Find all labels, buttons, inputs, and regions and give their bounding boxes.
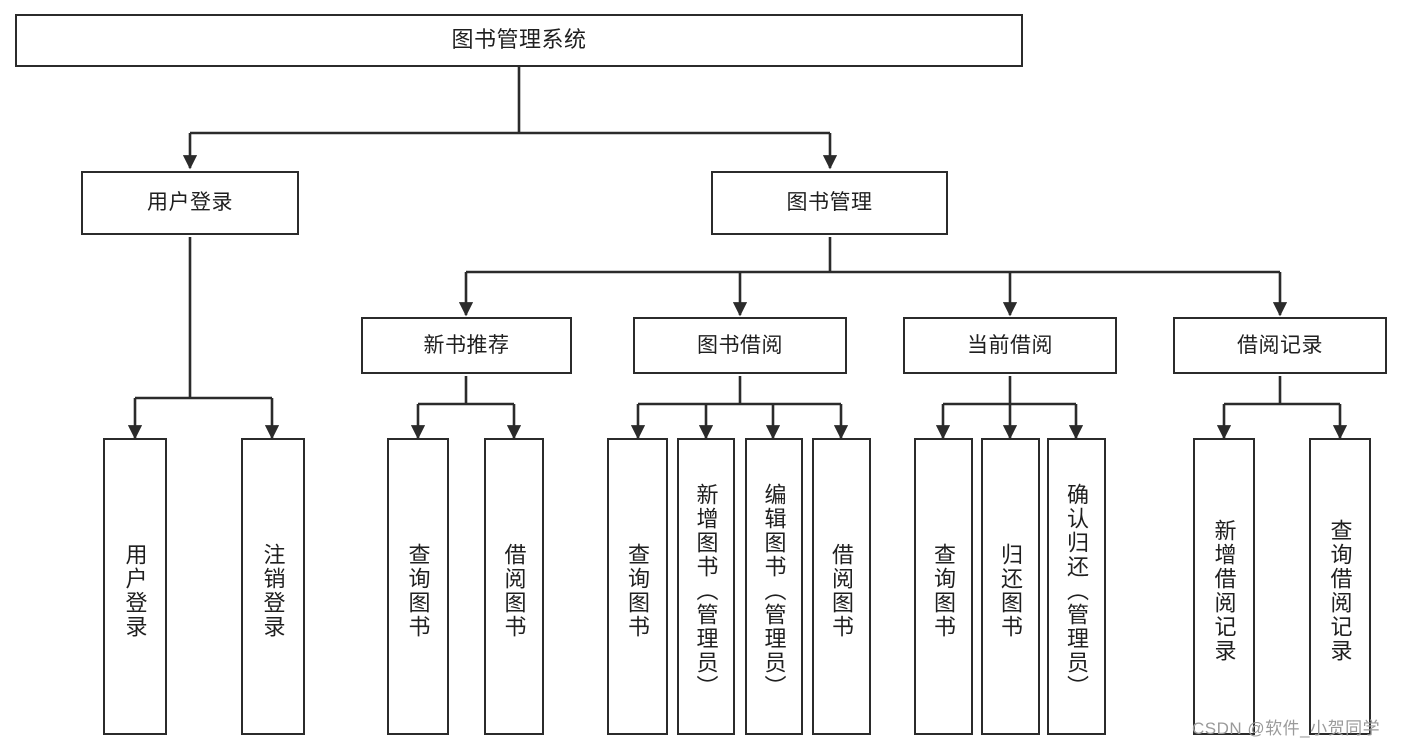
node-label: 借阅记录	[1237, 333, 1323, 357]
node-label: 查询图书	[931, 542, 957, 639]
node-label: 注销登录	[260, 542, 286, 639]
leaf-logout[interactable]: 注销登录	[241, 438, 305, 735]
leaf-query-borrow-record[interactable]: 查询借阅记录	[1309, 438, 1371, 735]
node-label: 新增图书（管理员）	[693, 482, 719, 699]
node-label: 新增借阅记录	[1211, 518, 1237, 663]
node-current-borrowing[interactable]: 当前借阅	[903, 317, 1117, 374]
node-label: 用户登录	[122, 542, 148, 639]
csdn-watermark: CSDN @软件_小贺同学	[1192, 719, 1381, 738]
leaf-return-books[interactable]: 归还图书	[981, 438, 1040, 735]
node-label: 图书管理系统	[451, 27, 587, 53]
leaf-query-books-recommend[interactable]: 查询图书	[387, 438, 449, 735]
node-label: 归还图书	[998, 542, 1024, 639]
leaf-query-books-current[interactable]: 查询图书	[914, 438, 973, 735]
leaf-confirm-return-admin[interactable]: 确认归还（管理员）	[1047, 438, 1106, 735]
node-label: 新书推荐	[423, 333, 510, 357]
node-label: 查询借阅记录	[1327, 518, 1353, 663]
node-new-book-recommendation[interactable]: 新书推荐	[361, 317, 572, 374]
node-book-management[interactable]: 图书管理	[711, 171, 948, 235]
node-label: 编辑图书（管理员）	[761, 482, 787, 699]
node-book-borrowing[interactable]: 图书借阅	[633, 317, 847, 374]
node-label: 借阅图书	[829, 542, 855, 639]
node-root-library-management-system[interactable]: 图书管理系统	[15, 14, 1023, 67]
leaf-edit-book-admin[interactable]: 编辑图书（管理员）	[745, 438, 803, 735]
leaf-add-book-admin[interactable]: 新增图书（管理员）	[677, 438, 735, 735]
node-label: 图书管理	[786, 191, 873, 215]
leaf-borrow-books-recommend[interactable]: 借阅图书	[484, 438, 544, 735]
node-label: 查询图书	[405, 542, 431, 639]
node-borrow-records[interactable]: 借阅记录	[1173, 317, 1387, 374]
node-label: 用户登录	[147, 191, 233, 215]
leaf-borrow-books-borrowing[interactable]: 借阅图书	[812, 438, 871, 735]
node-label: 借阅图书	[501, 542, 527, 639]
node-label: 查询图书	[625, 542, 651, 639]
leaf-query-books-borrowing[interactable]: 查询图书	[607, 438, 668, 735]
leaf-user-login[interactable]: 用户登录	[103, 438, 167, 735]
leaf-add-borrow-record[interactable]: 新增借阅记录	[1193, 438, 1255, 735]
node-label: 确认归还（管理员）	[1064, 482, 1090, 699]
node-label: 当前借阅	[967, 333, 1053, 357]
node-user-login[interactable]: 用户登录	[81, 171, 299, 235]
node-label: 图书借阅	[697, 333, 783, 357]
